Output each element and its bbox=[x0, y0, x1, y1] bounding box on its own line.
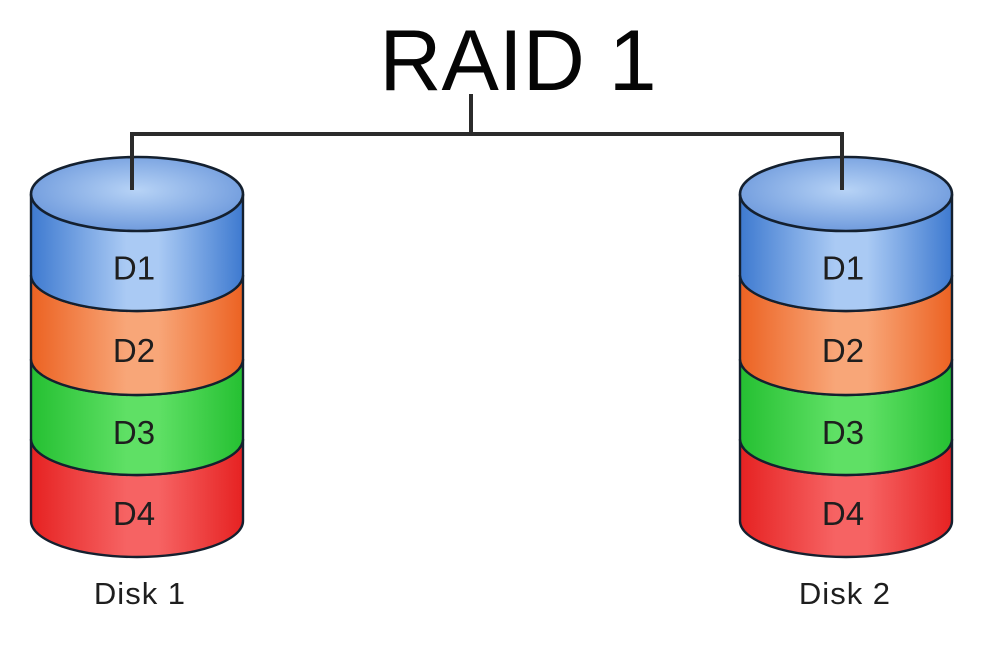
disk-2-top-face bbox=[738, 155, 954, 233]
disk-1-top-face bbox=[29, 155, 245, 233]
disk-1-segment-label-d4: D4 bbox=[113, 495, 155, 532]
disk-2-label: Disk 2 bbox=[799, 576, 891, 611]
disk-1-segment-label-d2: D2 bbox=[113, 332, 155, 369]
connector-lines bbox=[130, 94, 844, 190]
disk-2-segment-label-d3: D3 bbox=[822, 414, 864, 451]
disk-1-segment-label-d1: D1 bbox=[113, 250, 155, 287]
disk-2-segment-label-d4: D4 bbox=[822, 495, 864, 532]
disk-1-segment-label-d3: D3 bbox=[113, 414, 155, 451]
diagram-title: RAID 1 bbox=[379, 13, 656, 109]
disk-2-segment-label-d1: D1 bbox=[822, 250, 864, 287]
disk-2-segment-label-d2: D2 bbox=[822, 332, 864, 369]
disk-1-label: Disk 1 bbox=[94, 576, 186, 611]
